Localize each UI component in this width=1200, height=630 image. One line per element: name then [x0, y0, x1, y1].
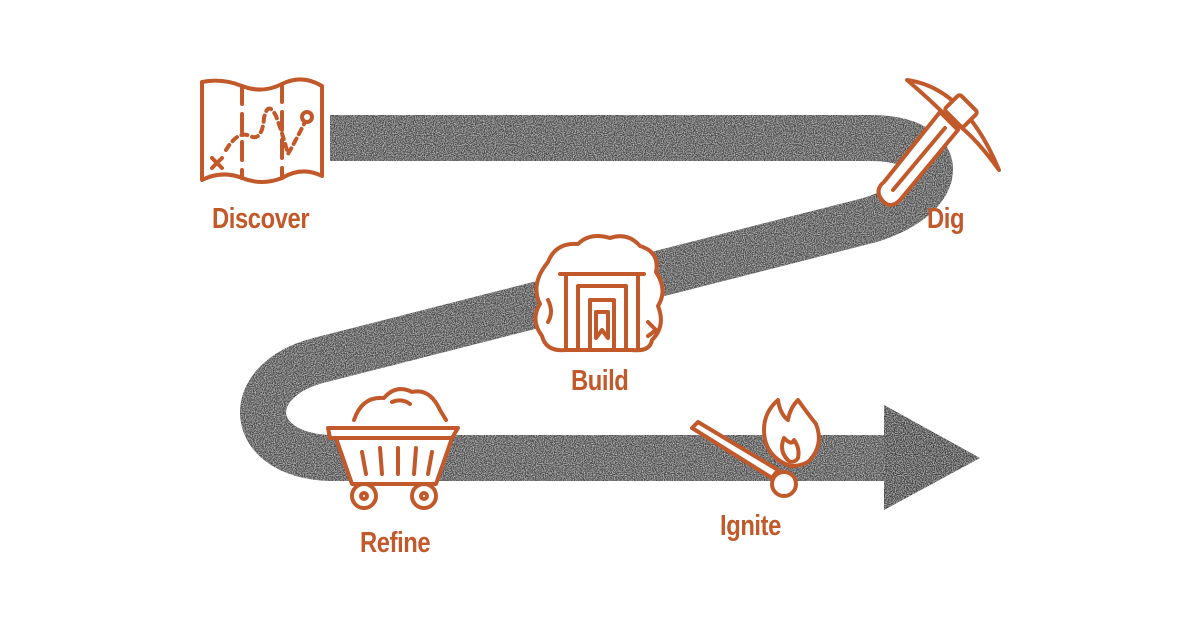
- step-label-dig: Dig: [927, 203, 965, 235]
- step-label-ignite: Ignite: [720, 510, 781, 542]
- pickaxe-icon: [876, 78, 1001, 207]
- step-label-refine: Refine: [360, 527, 431, 559]
- step-label-discover: Discover: [212, 203, 310, 235]
- road-arrowhead: [884, 405, 980, 510]
- match-flame-icon: [690, 398, 821, 498]
- treasure-map-icon: [200, 77, 324, 184]
- mine-entrance-icon: [533, 234, 665, 353]
- mine-cart-icon: [326, 387, 460, 510]
- step-label-build: Build: [571, 365, 629, 397]
